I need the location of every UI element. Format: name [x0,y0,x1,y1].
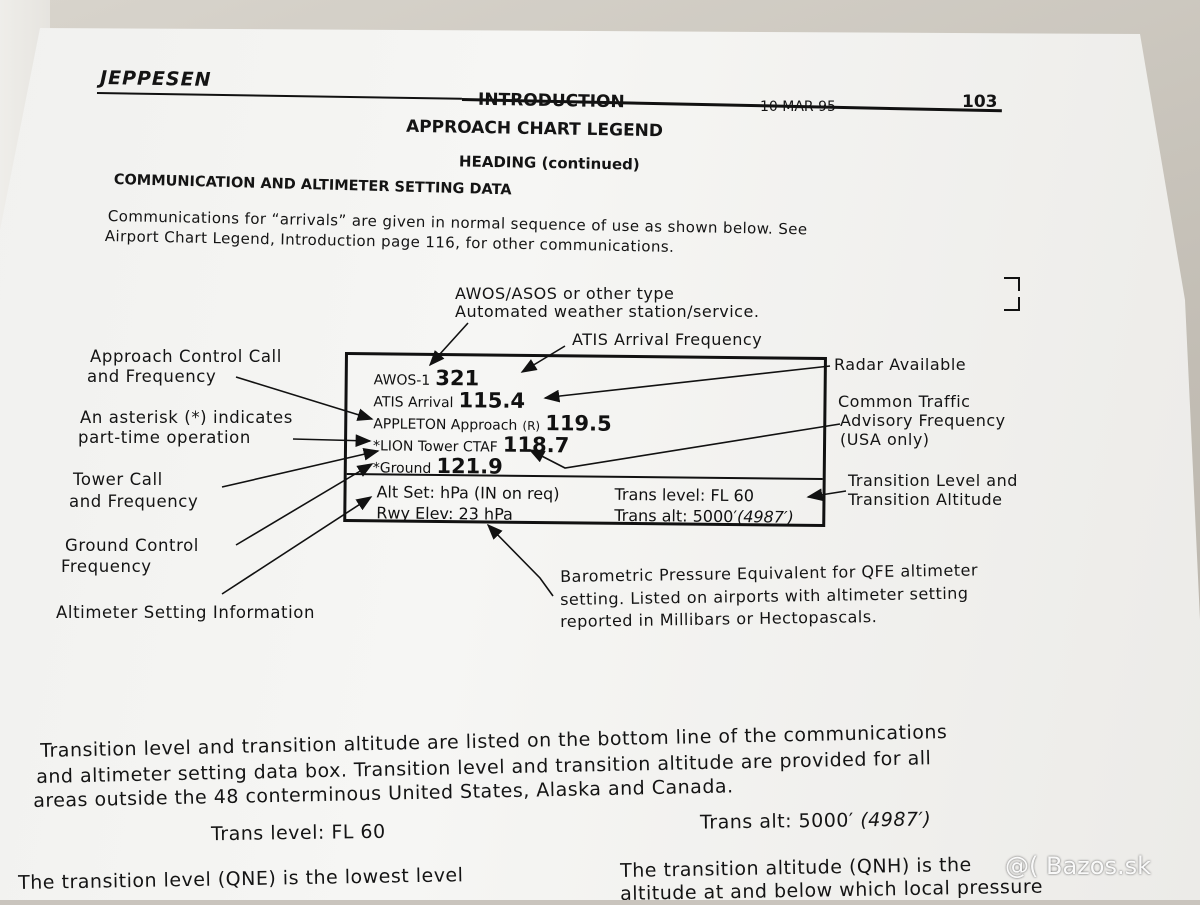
watermark-logo: @( Bazos.sk [1005,852,1151,880]
arrow-ctaf [528,423,841,469]
callout-approach-line1: Approach Control Call [90,347,282,366]
arrow-altimeter [221,496,373,595]
callout-asterisk-line1: An asterisk (*) indicates [80,408,293,427]
arrow-ground [235,463,374,546]
arrow-radar [543,365,831,403]
revision-bracket-bottom [1004,297,1020,311]
callout-transition-line1: Transition Level and [848,471,1018,490]
callout-atis: ATIS Arrival Frequency [572,330,763,349]
callout-asterisk-line2: part-time operation [78,428,251,447]
page-number: 103 [962,92,998,112]
callout-awos-line1: AWOS/ASOS or other type [455,284,675,303]
arrow-transition [806,488,847,502]
arrow-atis [520,345,566,373]
arrow-baro [486,523,554,597]
revision-bracket-top [1004,277,1020,291]
example-trans-alt-row: Trans alt: 5000′ (4987′) [699,808,932,834]
callout-ctaf-line1: Common Traffic [838,392,971,411]
callout-radar: Radar Available [834,355,967,374]
callout-ctaf-line3: (USA only) [840,430,930,449]
example-trans-alt-paren: (4987′) [860,808,932,832]
issue-date: 10 MAR 95 [760,99,836,115]
callout-approach-line2: and Frequency [87,367,217,386]
example-trans-alt: Trans alt: 5000′ [699,809,854,834]
arrow-asterisk [292,434,372,448]
callout-transition-line2: Transition Altitude [848,490,1003,509]
qnh-text-line2: altitude at and below which local pressu… [619,875,1044,905]
callout-ground-line1: Ground Control [65,536,199,555]
arrow-awos [428,322,469,367]
callout-ground-line2: Frequency [61,557,152,576]
callout-ctaf-line2: Advisory Frequency [840,411,1006,430]
callout-tower-line2: and Frequency [69,492,199,511]
callout-altimeter: Altimeter Setting Information [56,603,316,622]
arrow-approach [235,376,374,421]
callout-tower-line1: Tower Call [73,470,163,489]
callout-awos-line2: Automated weather station/service. [455,302,760,321]
arrow-tower [221,448,380,488]
example-trans-level: Trans level: FL 60 [210,820,386,846]
